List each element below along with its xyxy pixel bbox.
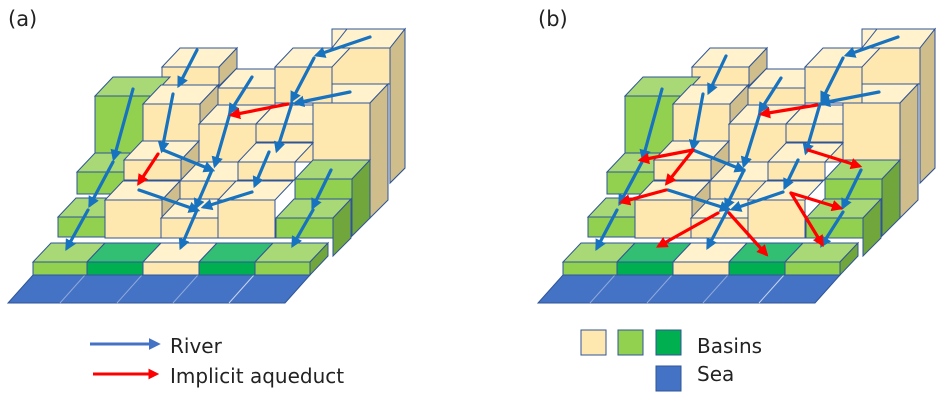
river-arrow xyxy=(211,111,232,169)
river-arrow xyxy=(724,168,746,211)
river-arrow xyxy=(200,190,254,211)
river-arrow xyxy=(666,188,732,213)
river-arrow xyxy=(65,208,90,252)
river-arrow xyxy=(273,101,294,154)
river-arrow xyxy=(292,90,352,108)
aqueduct-arrow xyxy=(655,211,720,248)
river-arrow xyxy=(783,158,800,191)
panel-a-label: (a) xyxy=(8,7,37,31)
river-arrow xyxy=(161,148,216,173)
river-arrow xyxy=(595,208,619,252)
river-arrow xyxy=(639,87,664,162)
river-arrow xyxy=(252,150,271,189)
river-arrow xyxy=(313,35,372,58)
river-arrow xyxy=(758,76,783,114)
river-arrow xyxy=(110,87,135,162)
river-arrow xyxy=(802,102,822,156)
sea-legend-label: Sea xyxy=(697,362,734,386)
river-arrow xyxy=(688,92,705,152)
river-arrow xyxy=(841,168,863,211)
river-arrow xyxy=(820,56,845,104)
river-arrow xyxy=(843,35,900,58)
aqueduct-arrow xyxy=(664,148,695,186)
cream-basin-swatch xyxy=(580,329,607,356)
river-arrow xyxy=(178,208,199,251)
river-arrow xyxy=(290,56,316,104)
region-legend: Basins Sea xyxy=(580,329,762,392)
aqueduct-arrow xyxy=(618,188,668,206)
river-arrow xyxy=(193,168,214,211)
river-arrow xyxy=(740,111,762,169)
flow-legend: River Implicit aqueduct xyxy=(90,334,344,388)
river-arrow xyxy=(137,188,201,213)
river-arrow xyxy=(707,54,728,96)
basins-legend-label: Basins xyxy=(697,334,762,358)
river-arrow xyxy=(706,207,730,251)
panel-b: (b) xyxy=(537,7,936,304)
panel-b-arrows xyxy=(595,35,900,257)
aqueduct-arrow xyxy=(789,191,844,212)
aqueduct-arrow xyxy=(806,148,863,170)
river-legend-label: River xyxy=(170,334,223,358)
river-arrow xyxy=(820,210,845,248)
dark-green-basin-swatch xyxy=(655,329,682,356)
aqueduct-arrow xyxy=(137,152,160,186)
river-arrow xyxy=(228,75,254,115)
sea-swatch xyxy=(655,365,682,392)
light-green-basin-swatch xyxy=(617,329,644,356)
river-arrow xyxy=(291,208,315,249)
aqueduct-arrow xyxy=(228,102,290,120)
panel-a-terrain xyxy=(7,28,406,304)
aqueduct-arrow xyxy=(789,191,824,247)
river-arrow xyxy=(729,190,785,212)
river-arrow xyxy=(691,148,747,173)
aqueduct-arrow xyxy=(727,211,769,257)
panel-a: (a) xyxy=(7,7,406,304)
river-arrow xyxy=(177,48,199,89)
aqueduct-arrow xyxy=(637,148,695,165)
panel-a-arrows xyxy=(65,35,372,252)
river-arrow xyxy=(88,160,115,209)
aqueduct-arrow xyxy=(758,103,819,119)
aqueduct-legend-label: Implicit aqueduct xyxy=(170,364,344,388)
river-arrow xyxy=(818,90,881,108)
river-arrow xyxy=(311,168,333,211)
panel-b-label: (b) xyxy=(538,7,568,31)
river-arrow xyxy=(157,92,175,154)
